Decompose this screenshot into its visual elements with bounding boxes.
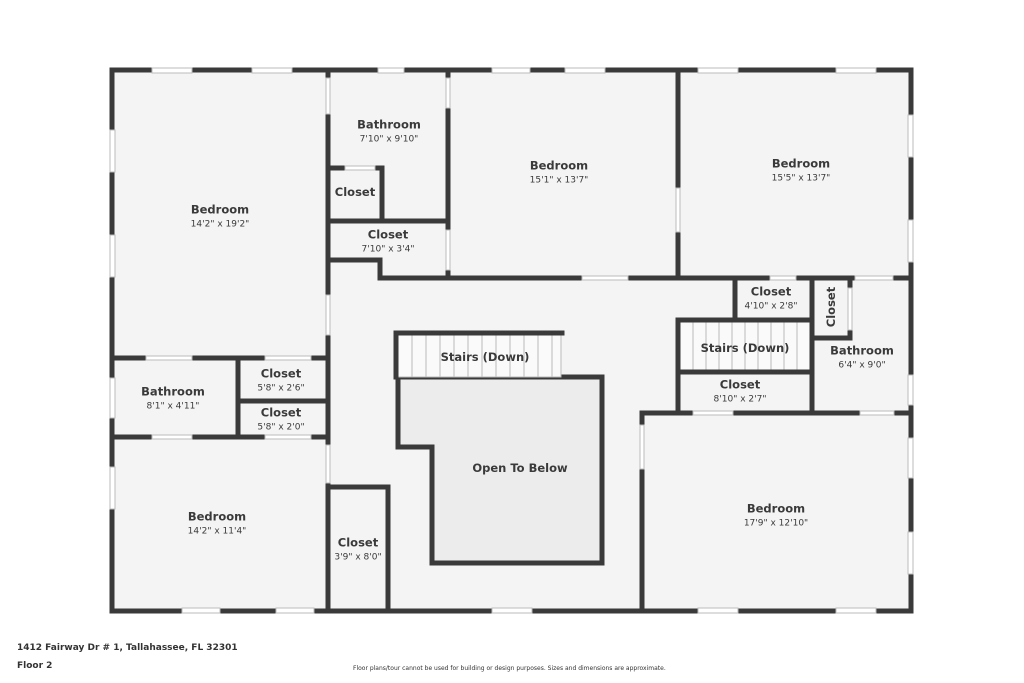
room-closet-e1: Closet 4'10" x 2'8" xyxy=(745,285,798,312)
stairs-left xyxy=(397,334,562,378)
room-name: Bathroom xyxy=(357,117,421,132)
room-dims: 5'8" x 2'0" xyxy=(257,422,305,433)
room-bedroom-nw: Bedroom 14'2" x 19'2" xyxy=(191,203,250,230)
room-bedroom-n: Bedroom 15'1" x 13'7" xyxy=(530,159,589,186)
room-name: Closet xyxy=(337,535,379,550)
room-bathroom-e: Bathroom 6'4" x 9'0" xyxy=(830,344,894,371)
room-open-to-below: Open To Below xyxy=(472,461,567,475)
room-closet-w1: Closet 5'8" x 2'6" xyxy=(257,367,304,394)
room-name: Closet xyxy=(367,227,409,242)
room-bathroom-w: Bathroom 8'1" x 4'11" xyxy=(141,385,205,412)
room-name: Bedroom xyxy=(771,156,831,171)
room-name: Bathroom xyxy=(830,343,894,358)
room-name: Open To Below xyxy=(472,461,568,475)
room-name: Bedroom xyxy=(187,509,247,524)
room-dims: 7'10" x 3'4" xyxy=(361,244,415,255)
room-closet-w2: Closet 5'8" x 2'0" xyxy=(257,406,304,433)
room-name: Closet xyxy=(334,185,376,199)
room-name: Closet xyxy=(719,377,761,392)
room-bedroom-se: Bedroom 17'9" x 12'10" xyxy=(744,502,808,529)
room-name: Closet xyxy=(824,286,838,328)
windows xyxy=(109,67,914,614)
address: 1412 Fairway Dr # 1, Tallahassee, FL 323… xyxy=(17,643,238,653)
disclaimer: Floor plans/tour cannot be used for buil… xyxy=(353,665,666,672)
room-closet-e2: Closet 8'10" x 2'7" xyxy=(714,378,767,405)
room-name: Closet xyxy=(260,366,302,381)
open-to-below-area xyxy=(395,374,605,566)
room-name: Bedroom xyxy=(190,202,250,217)
room-bedroom-sw: Bedroom 14'2" x 11'4" xyxy=(188,510,247,537)
room-dims: 5'8" x 2'6" xyxy=(257,383,305,394)
room-closet-top: Closet 7'10" x 3'4" xyxy=(362,228,415,255)
room-bathroom-top: Bathroom 7'10" x 9'10" xyxy=(357,118,421,145)
floor-label: Floor 2 xyxy=(17,661,53,671)
room-dims: 6'4" x 9'0" xyxy=(838,360,886,371)
room-dims: 8'10" x 2'7" xyxy=(713,394,767,405)
room-closet-top-small: Closet xyxy=(335,185,375,199)
room-dims: 4'10" x 2'8" xyxy=(744,301,798,312)
room-name: Bedroom xyxy=(529,158,589,173)
room-closet-s: Closet 3'9" x 8'0" xyxy=(334,536,381,563)
room-stairs-left: Stairs (Down) xyxy=(441,350,530,364)
room-bedroom-ne: Bedroom 15'5" x 13'7" xyxy=(772,157,831,184)
room-closet-e-vert: Closet xyxy=(824,287,838,327)
room-dims: 7'10" x 9'10" xyxy=(359,134,419,145)
room-dims: 8'1" x 4'11" xyxy=(146,401,200,412)
room-name: Closet xyxy=(750,284,792,299)
room-name: Stairs (Down) xyxy=(700,341,790,355)
room-name: Closet xyxy=(260,405,302,420)
room-name: Bedroom xyxy=(746,501,806,516)
room-dims: 17'9" x 12'10" xyxy=(743,518,809,529)
room-name: Bathroom xyxy=(141,384,205,399)
room-stairs-right: Stairs (Down) xyxy=(701,341,790,355)
room-dims: 15'5" x 13'7" xyxy=(771,173,831,184)
room-dims: 14'2" x 19'2" xyxy=(190,219,250,230)
room-dims: 15'1" x 13'7" xyxy=(529,175,589,186)
room-name: Stairs (Down) xyxy=(440,350,530,364)
room-dims: 3'9" x 8'0" xyxy=(334,552,382,563)
room-dims: 14'2" x 11'4" xyxy=(187,526,247,537)
